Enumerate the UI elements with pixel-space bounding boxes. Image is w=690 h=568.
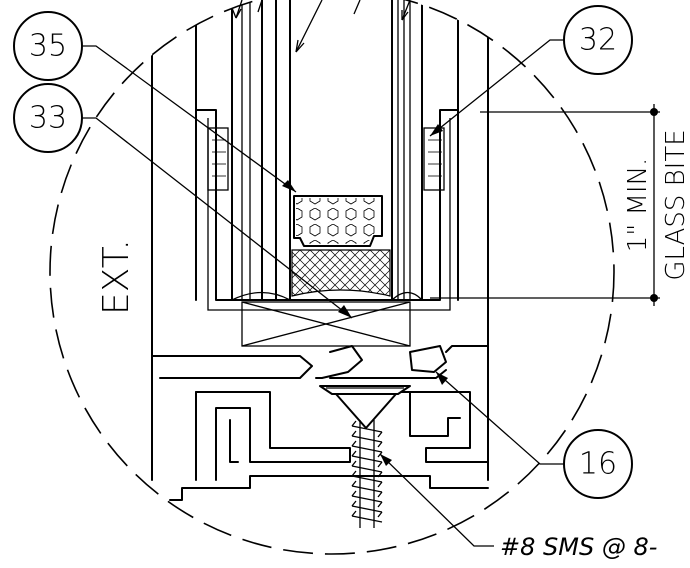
- dimension-line-1: 1" MIN.: [623, 158, 653, 253]
- secondary-seal: [291, 249, 391, 297]
- callout-16: 16: [435, 371, 633, 499]
- screw-note-leader: [379, 453, 494, 547]
- callout-35-text: 35: [29, 29, 67, 64]
- top-leaders: [231, 0, 411, 53]
- setting-block: [241, 301, 411, 347]
- callout-16-text: 16: [579, 447, 617, 482]
- callout-33: 33: [13, 83, 353, 319]
- callout-32: 32: [429, 5, 633, 137]
- glass-unit: [231, 0, 423, 301]
- section-geometry: [151, 0, 489, 528]
- callout-35: 35: [13, 11, 297, 193]
- screw-head: [319, 385, 411, 395]
- screw-shank: [351, 420, 383, 528]
- exterior-label: EXT.: [96, 239, 137, 315]
- screw-note: #8 SMS @ 8-: [500, 533, 657, 561]
- detail-boundary-circle: [49, 0, 615, 555]
- glass-bite-dimension: [430, 104, 660, 306]
- callout-32-text: 32: [579, 23, 617, 58]
- callout-33-text: 33: [29, 101, 67, 136]
- dimension-line-2: GLASS BITE: [661, 129, 690, 280]
